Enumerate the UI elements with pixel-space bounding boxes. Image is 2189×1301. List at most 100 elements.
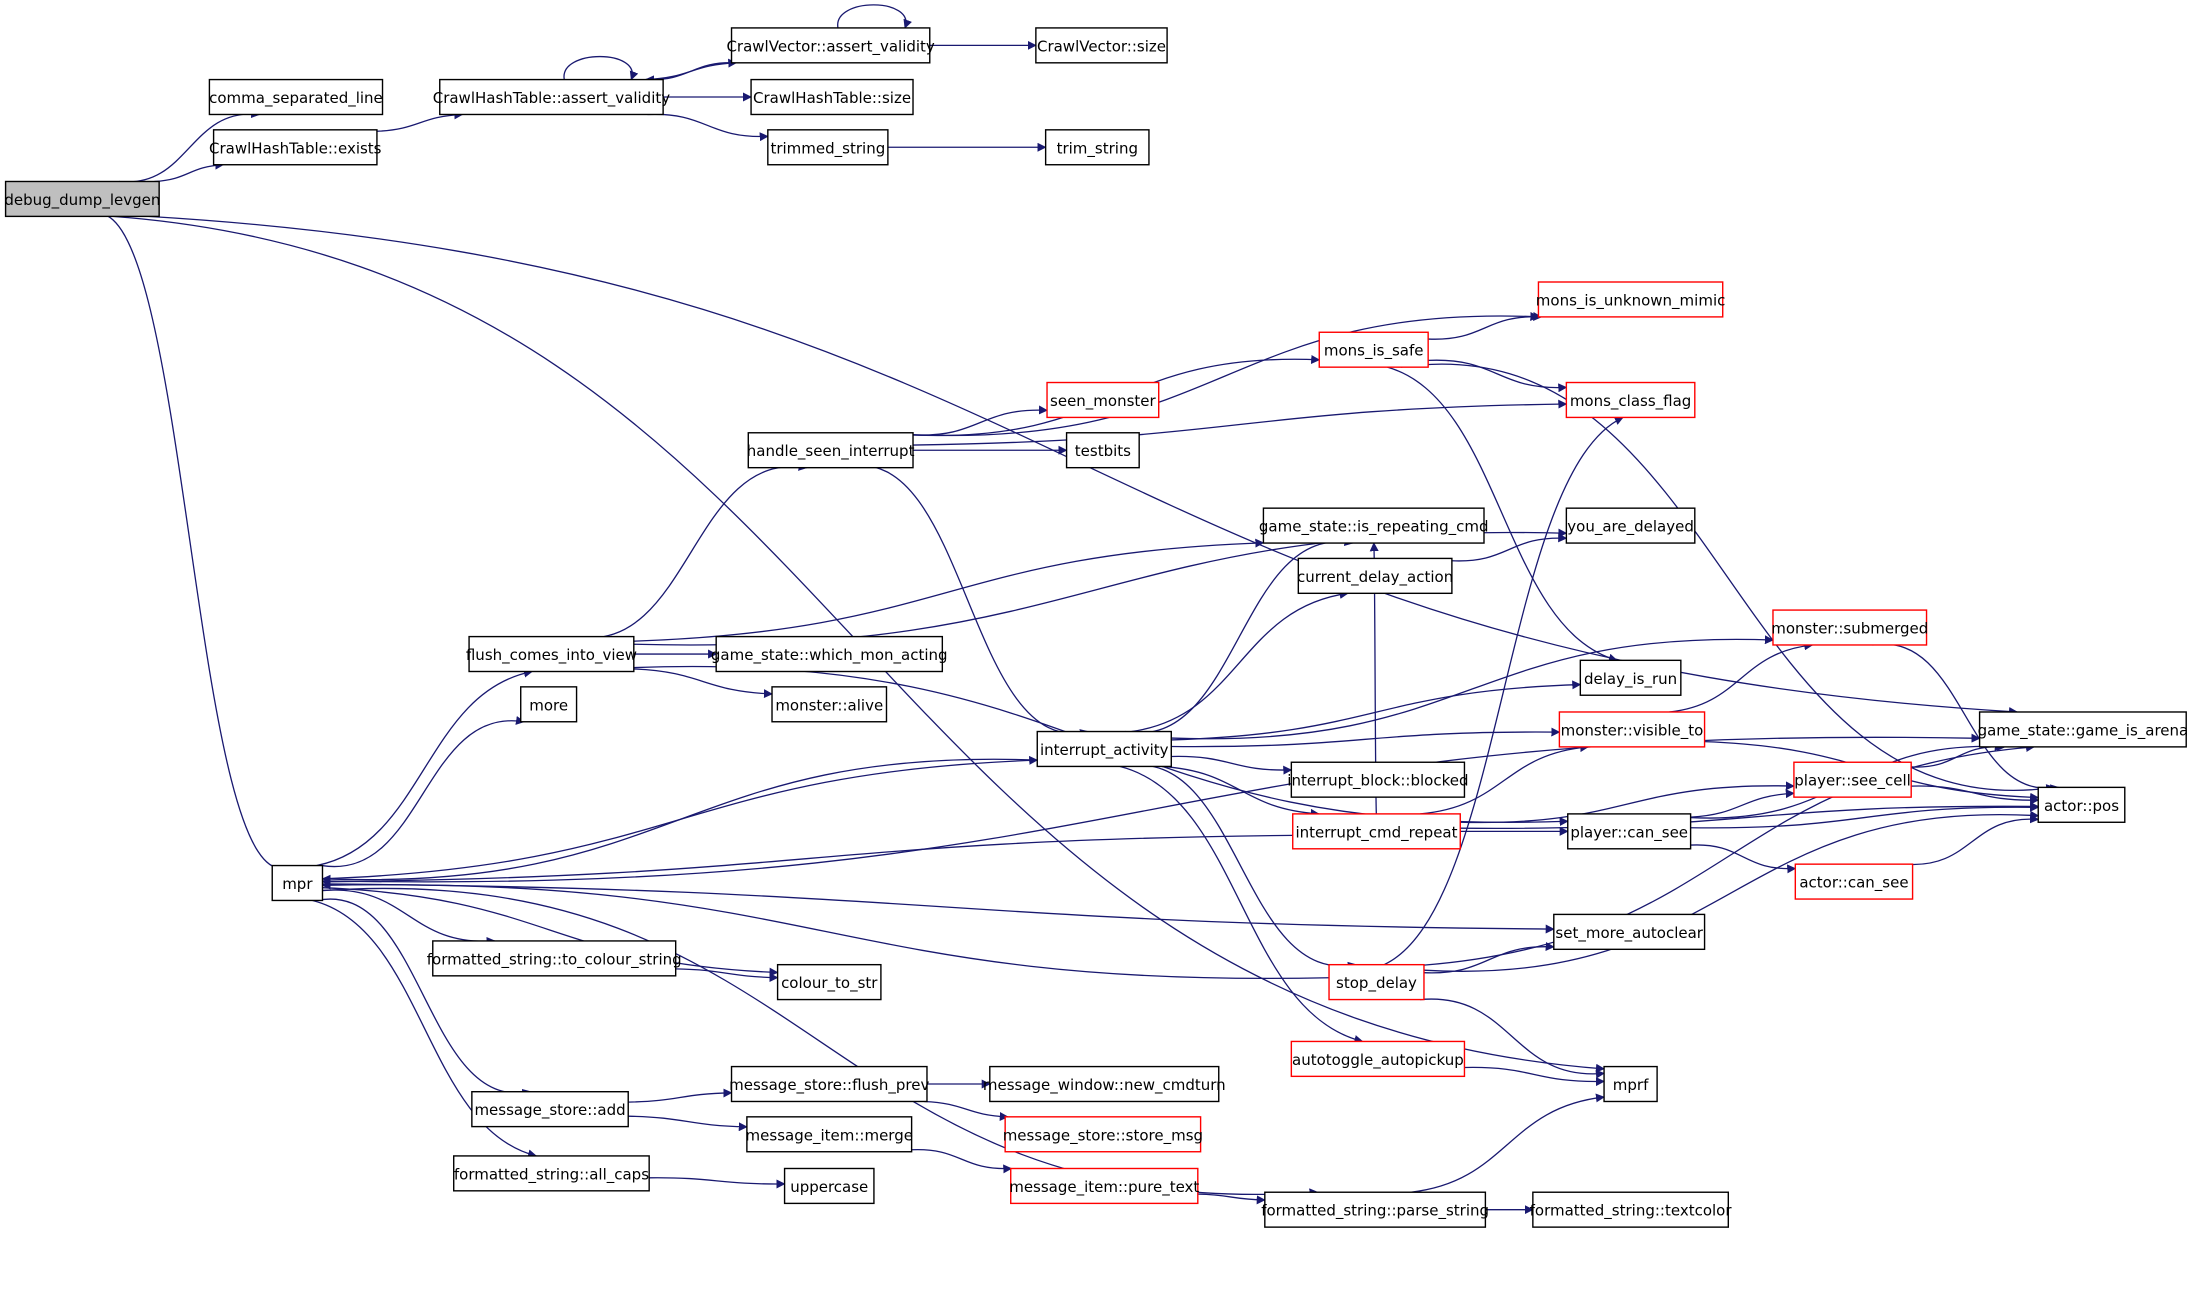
node-colour_to_str[interactable]: colour_to_str bbox=[776, 963, 882, 1001]
node-label: formatted_string::all_caps bbox=[454, 1165, 649, 1184]
node-crawlvector_size[interactable]: CrawlVector::size bbox=[1035, 27, 1168, 64]
node-label: uppercase bbox=[790, 1178, 868, 1196]
node-label: trim_string bbox=[1057, 139, 1138, 158]
node-box bbox=[271, 864, 324, 902]
node-label: monster::alive bbox=[775, 696, 883, 714]
node-flush_comes_into_view[interactable]: flush_comes_into_view bbox=[466, 635, 637, 673]
edge-mpr-to-colour_to_str bbox=[322, 887, 779, 977]
edge-crawlvector_assert_validity-to-crawlvector_assert_validity bbox=[837, 4, 912, 29]
node-mons_is_unknown_mimic[interactable]: mons_is_unknown_mimic bbox=[1536, 281, 1726, 318]
node-label: message_item::pure_text bbox=[1009, 1178, 1199, 1197]
node-crawlvector_assert_validity[interactable]: CrawlVector::assert_validity bbox=[726, 27, 935, 64]
node-actor_can_see[interactable]: actor::can_see bbox=[1794, 863, 1914, 900]
node-box bbox=[1553, 913, 1706, 951]
node-mons_is_safe[interactable]: mons_is_safe bbox=[1318, 331, 1429, 368]
node-label: set_more_autoclear bbox=[1555, 924, 1703, 943]
node-game_state_which_mon_acting[interactable]: game_state::which_mon_acting bbox=[711, 635, 948, 673]
node-formatted_string_parse_string[interactable]: formatted_string::parse_string bbox=[1261, 1191, 1489, 1228]
node-label: game_state::game_is_arena bbox=[1978, 721, 2189, 740]
node-label: monster::visible_to bbox=[1561, 721, 1704, 740]
node-monster_submerged[interactable]: monster::submerged bbox=[1771, 609, 1928, 646]
node-interrupt_cmd_repeat[interactable]: interrupt_cmd_repeat bbox=[1292, 813, 1461, 850]
node-monster_alive[interactable]: monster::alive bbox=[771, 686, 888, 723]
node-player_see_cell[interactable]: player::see_cell bbox=[1793, 761, 1912, 798]
node-message_item_pure_text[interactable]: message_item::pure_text bbox=[1009, 1167, 1199, 1205]
node-label: actor::pos bbox=[2044, 797, 2119, 815]
node-you_are_delayed[interactable]: you_are_delayed bbox=[1565, 507, 1696, 544]
node-more[interactable]: more bbox=[520, 686, 578, 723]
node-box bbox=[1044, 129, 1150, 166]
node-box bbox=[453, 1155, 650, 1192]
node-box bbox=[1264, 1191, 1487, 1228]
node-message_store_store_msg[interactable]: message_store::store_msg bbox=[1003, 1116, 1203, 1153]
node-message_window_new_cmdturn[interactable]: message_window::new_cmdturn bbox=[983, 1065, 1226, 1103]
node-formatted_string_to_colour_string[interactable]: formatted_string::to_colour_string bbox=[427, 940, 682, 977]
edge-stop_delay-to-game_state_game_is_arena bbox=[1423, 743, 2036, 966]
edge-handle_seen_interrupt-to-seen_monster bbox=[912, 405, 1048, 436]
node-message_item_merge[interactable]: message_item::merge bbox=[746, 1116, 913, 1153]
edge-interrupt_cmd_repeat-to-actor_pos bbox=[1460, 801, 2040, 829]
edge-formatted_string_to_colour_string-to-colour_to_str bbox=[675, 968, 779, 983]
node-monster_visible_to[interactable]: monster::visible_to bbox=[1558, 711, 1706, 748]
node-game_state_is_repeating_cmd[interactable]: game_state::is_repeating_cmd bbox=[1259, 507, 1489, 544]
node-box bbox=[1065, 432, 1140, 469]
node-box bbox=[730, 1065, 928, 1103]
node-box bbox=[1603, 1065, 1658, 1103]
node-box bbox=[2037, 786, 2126, 823]
node-message_store_add[interactable]: message_store::add bbox=[471, 1091, 629, 1128]
node-trim_string[interactable]: trim_string bbox=[1044, 129, 1150, 166]
node-formatted_string_all_caps[interactable]: formatted_string::all_caps bbox=[453, 1155, 650, 1192]
node-crawlhashtable_size[interactable]: CrawlHashTable::size bbox=[750, 78, 914, 116]
node-box bbox=[1010, 1167, 1199, 1205]
node-box bbox=[750, 78, 914, 116]
node-label: actor::can_see bbox=[1799, 874, 1908, 893]
node-mpr[interactable]: mpr bbox=[271, 864, 324, 902]
node-label: mons_is_safe bbox=[1324, 342, 1424, 361]
node-set_more_autoclear[interactable]: set_more_autoclear bbox=[1553, 913, 1706, 951]
node-label: CrawlHashTable::size bbox=[753, 89, 911, 107]
node-delay_is_run[interactable]: delay_is_run bbox=[1579, 659, 1682, 696]
node-mons_class_flag[interactable]: mons_class_flag bbox=[1565, 381, 1696, 419]
node-box bbox=[1328, 963, 1425, 1001]
edge-interrupt_activity-to-stop_delay bbox=[1124, 764, 1358, 971]
node-box bbox=[1567, 813, 1692, 850]
node-seen_monster[interactable]: seen_monster bbox=[1046, 381, 1160, 419]
edge-flush_comes_into_view-to-game_state_is_repeating_cmd bbox=[633, 538, 1265, 642]
node-player_can_see[interactable]: player::can_see bbox=[1567, 813, 1692, 850]
node-autotoggle_autopickup[interactable]: autotoggle_autopickup bbox=[1290, 1040, 1466, 1078]
edge-crawlhashtable_assert_validity-to-crawlhashtable_assert_validity bbox=[563, 56, 639, 81]
edge-formatted_string_parse_string-to-mprf bbox=[1410, 1093, 1605, 1193]
node-interrupt_block_blocked[interactable]: interrupt_block::blocked bbox=[1287, 761, 1468, 798]
edge-message_store_flush_prev-to-message_store_store_msg bbox=[924, 1100, 1009, 1122]
edge-current_delay_action-to-you_are_delayed bbox=[1451, 533, 1568, 562]
edge-message_item_pure_text-to-formatted_string_parse_string bbox=[1197, 1193, 1266, 1205]
node-message_store_flush_prev[interactable]: message_store::flush_prev bbox=[729, 1065, 929, 1103]
node-current_delay_action[interactable]: current_delay_action bbox=[1297, 557, 1453, 595]
edge-interrupt_activity-to-mpr bbox=[321, 758, 1038, 884]
node-label: colour_to_str bbox=[781, 974, 878, 993]
node-handle_seen_interrupt[interactable]: handle_seen_interrupt bbox=[747, 432, 915, 469]
node-box bbox=[432, 940, 677, 977]
node-interrupt_activity[interactable]: interrupt_activity bbox=[1036, 730, 1172, 768]
node-stop_delay[interactable]: stop_delay bbox=[1328, 963, 1425, 1001]
node-mprf[interactable]: mprf bbox=[1603, 1065, 1658, 1103]
node-uppercase[interactable]: uppercase bbox=[783, 1167, 875, 1205]
node-testbits[interactable]: testbits bbox=[1065, 432, 1140, 469]
node-trimmed_string[interactable]: trimmed_string bbox=[767, 129, 889, 166]
node-crawlhashtable_exists[interactable]: CrawlHashTable::exists bbox=[209, 129, 382, 166]
node-label: message_item::merge bbox=[746, 1126, 913, 1145]
edge-debug_dump_levgen-to-comma_separated_line bbox=[118, 109, 261, 183]
node-debug_dump_levgen[interactable]: debug_dump_levgen bbox=[4, 180, 160, 218]
edge-player_can_see-to-actor_can_see bbox=[1690, 844, 1797, 874]
node-box bbox=[208, 78, 384, 116]
edge-handle_seen_interrupt-to-mons_is_unknown_mimic bbox=[912, 311, 1540, 437]
node-box bbox=[439, 78, 664, 116]
node-crawlhashtable_assert_validity[interactable]: CrawlHashTable::assert_validity bbox=[433, 78, 671, 116]
node-label: stop_delay bbox=[1336, 974, 1417, 993]
node-formatted_string_textcolor[interactable]: formatted_string::textcolor bbox=[1530, 1191, 1733, 1228]
node-comma_separated_line[interactable]: comma_separated_line bbox=[208, 78, 384, 116]
node-game_state_game_is_arena[interactable]: game_state::game_is_arena bbox=[1978, 711, 2189, 748]
node-box bbox=[1036, 730, 1172, 768]
node-actor_pos[interactable]: actor::pos bbox=[2037, 786, 2126, 823]
